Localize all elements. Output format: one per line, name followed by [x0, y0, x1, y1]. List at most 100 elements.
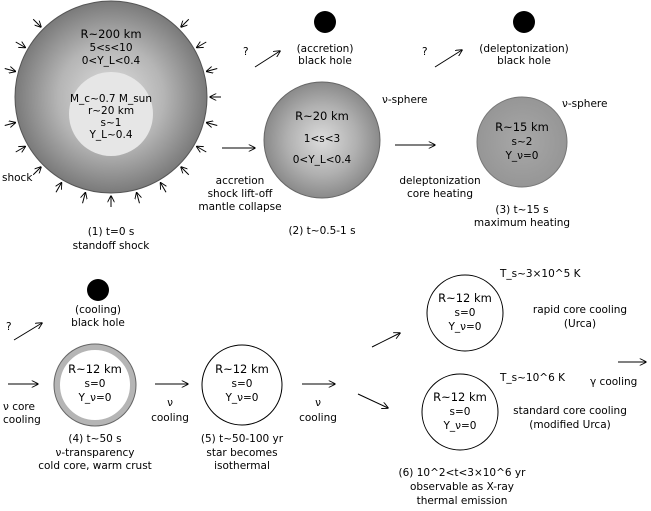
- shock-arrow: [32, 167, 41, 176]
- stage4-caption-crust: cold core, warm crust: [38, 460, 152, 472]
- transition12-line3: mantle collapse: [198, 201, 281, 213]
- stage4-radius: R~12 km: [68, 362, 122, 376]
- transition23-line2: core heating: [407, 188, 473, 200]
- shock-arrow: [4, 69, 16, 72]
- stage1-core-lepton: Y_L~0.4: [88, 129, 132, 141]
- shock-arrow: [83, 193, 86, 204]
- stage6a-entropy: s=0: [455, 307, 476, 319]
- stage1-core: [69, 72, 153, 156]
- stage3-question-arrow: [434, 50, 462, 68]
- stage4-crust-edge: [53, 343, 137, 427]
- stage2-bh-caption-1: (accretion): [297, 43, 354, 55]
- stage4-left-label-2: cooling: [3, 414, 41, 426]
- stage6b-desc-1: standard core cooling: [513, 405, 627, 417]
- stage6b-sphere: [421, 373, 499, 451]
- arrow-branch-down: [357, 393, 388, 408]
- stage6b-group: T_s~10^6 K R~12 km s=0 Y_ν=0 standard co…: [421, 372, 627, 451]
- stage6a-group: T_s~3×10^5 K R~12 km s=0 Y_ν=0 rapid cor…: [426, 268, 627, 352]
- stage4-bh-caption-1: (cooling): [75, 304, 121, 316]
- stage6-caption-line2: observable as X-ray: [410, 481, 514, 493]
- stage5-caption-line3: isothermal: [214, 460, 270, 472]
- stage1-caption-desc: standoff shock: [73, 240, 151, 252]
- stage1-outer-lepton: 0<Y_L<0.4: [82, 55, 141, 67]
- stage3-neutrino: Y_ν=0: [504, 150, 538, 162]
- transition12-line1: accretion: [216, 175, 265, 187]
- stage2-question-arrow: [254, 51, 280, 68]
- stage6-caption-time: (6) 10^2<t<3×10^6 yr: [399, 467, 527, 479]
- stage6b-temperature: T_s~10^6 K: [499, 372, 566, 384]
- stage3-group: ? (deleptonization) black hole ν-sphere …: [422, 11, 607, 229]
- stage3-black-hole: [513, 11, 535, 33]
- stage2-bh-caption-2: black hole: [298, 55, 352, 67]
- shock-arrow: [181, 18, 190, 27]
- shock-arrow: [197, 42, 207, 48]
- shock-arrow: [207, 69, 218, 72]
- stage6b-radius: R~12 km: [433, 390, 487, 404]
- transition23-line1: deleptonization: [399, 175, 480, 187]
- stage3-caption-time: (3) t~15 s: [495, 204, 548, 216]
- transition12-line2: shock lift-off: [208, 188, 274, 200]
- transition45-cooling: cooling: [151, 412, 189, 424]
- stage6-caption-line3: thermal emission: [417, 495, 508, 507]
- stage4-question-mark: ?: [6, 321, 12, 333]
- stage4-neutrino: Y_ν=0: [77, 392, 111, 404]
- stage2-black-hole: [314, 11, 336, 33]
- transition45-nu: ν: [167, 397, 173, 409]
- shock-arrow: [137, 193, 140, 204]
- stage2-caption: (2) t~0.5-1 s: [288, 225, 355, 237]
- stage6a-temperature: T_s~3×10^5 K: [499, 268, 582, 280]
- stage3-caption-desc: maximum heating: [474, 217, 570, 229]
- shock-arrow: [181, 167, 190, 176]
- stage6b-desc-2: (modified Urca): [529, 419, 610, 431]
- stage2-nu-sphere-label: ν-sphere: [382, 94, 427, 106]
- transition56-cooling: cooling: [299, 412, 337, 424]
- stage4-crust: [54, 344, 136, 426]
- stage4-black-hole: [87, 279, 109, 301]
- stage4-group: ? (cooling) black hole ν core cooling R~…: [3, 279, 152, 472]
- stage5-neutrino: Y_ν=0: [224, 392, 258, 404]
- stage4-left-label-1: ν core: [3, 401, 35, 413]
- stage6b-entropy: s=0: [450, 406, 471, 418]
- stage1-shock-label: shock: [2, 172, 33, 184]
- stage5-group: R~12 km s=0 Y_ν=0 (5) t~50-100 yr star b…: [201, 344, 284, 472]
- stage1-outer-entropy: 5<s<10: [89, 42, 132, 54]
- transition56-nu: ν: [315, 397, 321, 409]
- stage3-radius: R~15 km: [495, 120, 549, 134]
- stage1-caption-time: (1) t=0 s: [88, 226, 135, 238]
- stage4-caption-time: (4) t~50 s: [68, 433, 121, 445]
- stage4-entropy: s=0: [85, 378, 106, 390]
- shock-arrow: [207, 123, 218, 126]
- stage3-question-mark: ?: [422, 46, 428, 58]
- stage1-outer-radius: R~200 km: [80, 27, 141, 41]
- shock-arrow: [197, 147, 207, 153]
- stage1-shock-arrows: [4, 18, 221, 207]
- stage1-core-entropy: s~1: [101, 117, 122, 129]
- stage5-caption-time: (5) t~50-100 yr: [201, 433, 284, 445]
- stage1-core-mass: M_c~0.7 M_sun: [70, 93, 152, 105]
- shock-arrow: [15, 147, 26, 153]
- stage4-question-arrow: [13, 323, 42, 341]
- arrow-branch-up: [371, 333, 400, 348]
- shock-arrow: [15, 42, 26, 48]
- stage6b-neutrino: Y_ν=0: [442, 420, 476, 432]
- stage5-sphere: [201, 344, 283, 426]
- stage3-nu-sphere-label: ν-sphere: [562, 98, 607, 110]
- stage2-lepton: 0<Y_L<0.4: [293, 154, 352, 166]
- stage1-group: R~200 km 5<s<10 0<Y_L<0.4 M_c~0.7 M_sun …: [2, 0, 221, 252]
- stage3-bh-caption-2: black hole: [497, 55, 551, 67]
- stage3-entropy: s~2: [512, 136, 533, 148]
- stage6a-neutrino: Y_ν=0: [447, 321, 481, 333]
- stage6a-desc-1: rapid core cooling: [533, 304, 627, 316]
- stage2-question-mark: ?: [243, 46, 249, 58]
- stage6a-radius: R~12 km: [438, 291, 492, 305]
- stage6a-sphere: [426, 274, 504, 352]
- stage2-sphere: [263, 81, 381, 199]
- stage2-radius: R~20 km: [295, 109, 349, 123]
- shock-arrow: [161, 183, 167, 193]
- stage6a-desc-2: (Urca): [564, 318, 596, 330]
- gamma-cooling-label: γ cooling: [590, 376, 637, 388]
- stage5-entropy: s=0: [232, 378, 253, 390]
- stage2-group: ? (accretion) black hole ν-sphere R~20 k…: [243, 11, 427, 237]
- stage4-caption-transp: ν-transparency: [56, 447, 135, 459]
